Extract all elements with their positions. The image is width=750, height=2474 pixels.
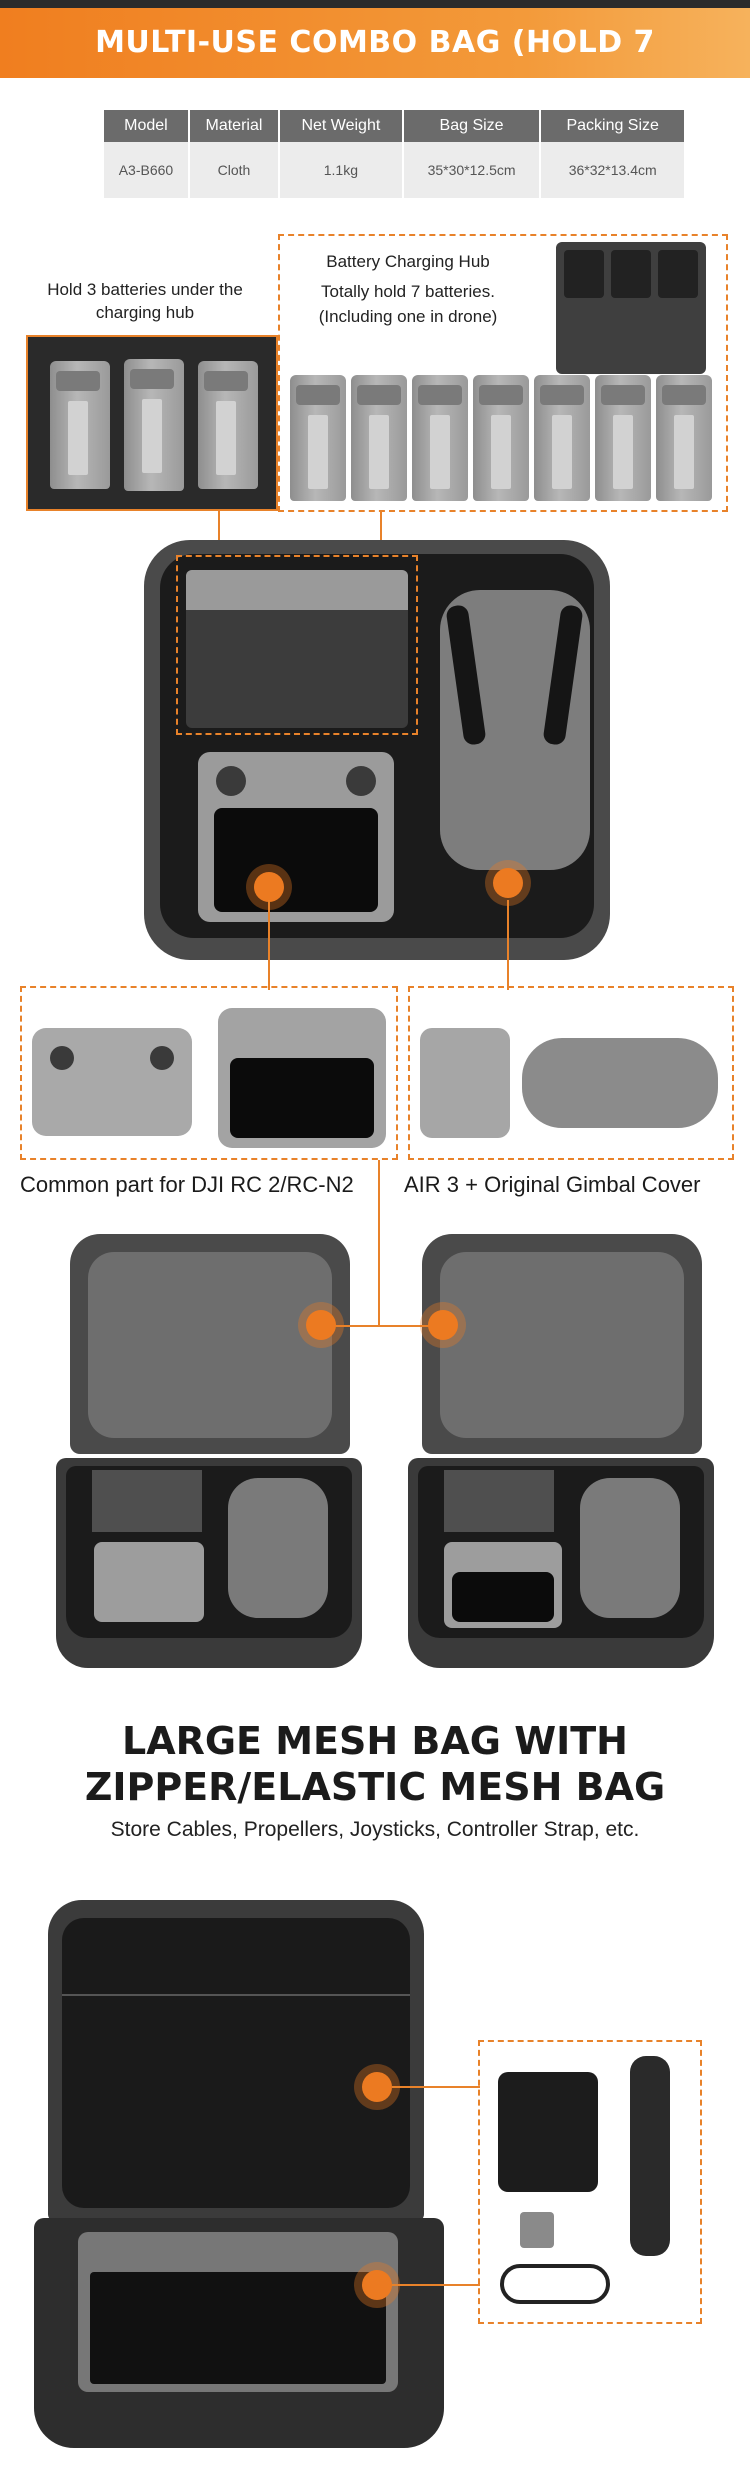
header-banner: MULTI-USE COMBO BAG (HOLD 7 BATTERIES): [0, 8, 750, 130]
batteries-under-hub-note: Hold 3 batteries under the charging hub: [47, 280, 243, 322]
controller-screen: [452, 1572, 554, 1622]
spec-header-bag-size: Bag Size: [402, 110, 542, 142]
case-lid-left: [70, 1234, 350, 1454]
drone-compat-frame: [408, 986, 734, 1160]
connector-line: [380, 511, 382, 557]
case-base-left: [56, 1458, 362, 1668]
connector-line: [378, 1160, 380, 1326]
rc-n2-controller-image: [32, 1028, 192, 1136]
spec-table: Model Material Net Weight Bag Size Packi…: [104, 110, 686, 198]
highlight-dot: [254, 872, 284, 902]
highlight-dot: [493, 868, 523, 898]
controller-strap-icon: [630, 2056, 670, 2256]
highlight-dot: [362, 2270, 392, 2300]
cable-icon: [500, 2264, 610, 2304]
mesh-heading-line1: LARGE MESH BAG WITH: [121, 1719, 628, 1763]
drone-in-case: [580, 1478, 680, 1618]
case-base-right: [408, 1458, 714, 1668]
controller-in-case: [198, 752, 394, 922]
zipper-line: [62, 1994, 410, 1996]
battery-icon: [534, 375, 590, 501]
hub-slot: [611, 250, 651, 298]
drone-compat-caption: AIR 3 + Original Gimbal Cover: [404, 1172, 701, 1197]
spec-table-header-row: Model Material Net Weight Bag Size Packi…: [104, 110, 686, 142]
charging-hub-note-line1: Battery Charging Hub: [326, 252, 490, 271]
controller-in-case: [94, 1542, 204, 1622]
spec-header-material: Material: [188, 110, 281, 142]
spec-bag-size-value: 35*30*12.5cm: [402, 142, 542, 198]
connector-line: [268, 900, 270, 990]
mesh-lid-net: [62, 1918, 410, 2208]
charging-hub-image: [556, 242, 706, 374]
connector-line: [322, 1325, 442, 1327]
controller-compat-frame: [20, 986, 398, 1160]
hub-in-case: [444, 1470, 554, 1532]
drone-in-case: [228, 1478, 328, 1618]
joystick-icon: [346, 766, 376, 796]
joystick-spares-icon: [520, 2212, 554, 2248]
mesh-case-lid: [48, 1900, 424, 2222]
battery-icon: [351, 375, 407, 501]
spec-header-model: Model: [104, 110, 190, 142]
highlight-dot: [306, 1310, 336, 1340]
mesh-heading-line2: ZIPPER/ELASTIC MESH BAG: [84, 1765, 666, 1809]
charging-hub-note-line3: (Including one in drone): [318, 307, 498, 326]
spec-material-value: Cloth: [188, 142, 281, 198]
hub-slot: [658, 250, 698, 298]
battery-icon: [50, 361, 110, 489]
charging-hub-frame: [278, 234, 728, 512]
charging-hub-note-line2: Totally hold 7 batteries.: [321, 282, 495, 301]
spec-packing-size-value: 36*32*13.4cm: [540, 142, 686, 198]
connector-line: [392, 2284, 480, 2286]
controller-compat-caption: Common part for DJI RC 2/RC-N2: [20, 1172, 354, 1197]
base-mesh: [90, 2272, 386, 2384]
battery-icon: [412, 375, 468, 501]
battery-icon: [473, 375, 529, 501]
controller-screen: [230, 1058, 374, 1138]
accessories-frame: [478, 2040, 702, 2324]
battery-icon: [595, 375, 651, 501]
controller-in-case: [444, 1542, 562, 1628]
mesh-case-base: [34, 2218, 444, 2448]
case-lid-right: [422, 1234, 702, 1454]
hub-in-case: [186, 570, 408, 728]
mesh-subheading: Store Cables, Propellers, Joysticks, Con…: [110, 1818, 640, 1841]
joystick-icon: [216, 766, 246, 796]
controller-screen: [214, 808, 378, 912]
hub-slot: [564, 250, 604, 298]
hub-in-case-frame: [176, 555, 418, 735]
battery-icon: [198, 361, 258, 489]
propellers-icon: [498, 2072, 598, 2192]
gimbal-cover-image: [420, 1028, 510, 1138]
battery-icon: [656, 375, 712, 501]
drone-image: [522, 1038, 718, 1128]
battery-icon: [124, 359, 184, 491]
lid-padding: [440, 1252, 684, 1438]
joystick-icon: [150, 1046, 174, 1070]
page-title: MULTI-USE COMBO BAG (HOLD 7 BATTERIES): [95, 25, 655, 130]
spec-header-net-weight: Net Weight: [279, 110, 404, 142]
hub-batteries-top: [186, 570, 408, 610]
joystick-icon: [50, 1046, 74, 1070]
top-strip: [0, 0, 750, 8]
spec-header-packing-size: Packing Size: [540, 110, 686, 142]
spec-table-row: A3-B660 Cloth 1.1kg 35*30*12.5cm 36*32*1…: [104, 142, 686, 198]
connector-line: [392, 2086, 480, 2088]
connector-line: [218, 511, 220, 557]
battery-tray-photo: [26, 335, 278, 511]
battery-icon: [290, 375, 346, 501]
hub-in-case: [92, 1470, 202, 1532]
highlight-dot: [428, 1310, 458, 1340]
spec-model-value: A3-B660: [104, 142, 190, 198]
spec-net-weight-value: 1.1kg: [279, 142, 404, 198]
base-insert: [78, 2232, 398, 2392]
connector-line: [507, 900, 509, 990]
lid-padding: [88, 1252, 332, 1438]
rc-2-controller-image: [218, 1008, 386, 1148]
highlight-dot: [362, 2072, 392, 2102]
